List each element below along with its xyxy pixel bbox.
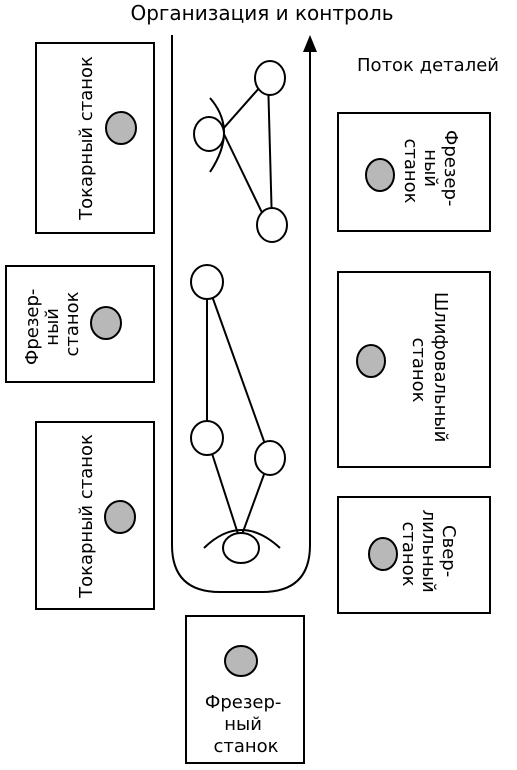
machine-label: Шлифовальный станок (408, 292, 451, 448)
machine-lathe-top-left: Токарный станок (35, 42, 155, 234)
control-node (190, 264, 224, 300)
machine-spindle-icon (104, 500, 136, 534)
machine-milling-right-top: Фрезер- ный станок (337, 112, 491, 232)
machine-label: Токарный станок (76, 56, 97, 221)
machine-drilling-right: Свер- лильный станок (337, 496, 491, 614)
flow-arrow-icon (303, 35, 317, 52)
machine-label-line: Токарный станок (76, 434, 97, 599)
machine-label: Токарный станок (76, 434, 97, 599)
machine-label: Фрезер- ный станок (205, 692, 287, 757)
machine-label-line: станок (62, 291, 83, 356)
machine-label-line: Токарный станок (76, 56, 97, 221)
machine-label-line: станок (213, 736, 278, 757)
control-node (256, 207, 288, 243)
machine-spindle-icon (224, 645, 258, 677)
control-arc (203, 529, 281, 549)
diagram-title: Организация и контроль (130, 1, 393, 25)
machine-label-line: Фрезер- (440, 130, 461, 207)
control-node (254, 60, 286, 96)
machine-spindle-icon (365, 158, 395, 192)
control-node (193, 116, 225, 152)
machine-label-line: станок (398, 521, 419, 586)
machine-milling-left-middle: Фрезер- ный станок (5, 265, 155, 383)
machine-spindle-icon (105, 111, 137, 145)
machine-label: Фрезер- ный станок (22, 283, 83, 365)
machine-spindle-icon (356, 344, 386, 378)
machine-spindle-icon (368, 537, 398, 571)
machine-milling-bottom: Фрезер- ный станок (185, 615, 305, 764)
machine-label-line: Фрезер- (22, 289, 43, 366)
machine-label-line: Фрезер- (205, 692, 282, 713)
machine-label-line: станок (400, 138, 421, 203)
machine-label-line: Шлифовальный (430, 292, 451, 442)
machine-label-line: Свер- (438, 525, 459, 577)
control-network-lower (190, 264, 286, 564)
machine-spindle-icon (90, 306, 122, 340)
control-node (254, 440, 286, 476)
control-network-upper (193, 60, 288, 243)
machine-label-line: ный (224, 714, 262, 735)
machine-label-line: лильный (418, 510, 439, 593)
machine-label-line: ный (420, 149, 441, 187)
control-node (222, 532, 260, 564)
machine-label: Свер- лильный станок (398, 510, 459, 599)
machine-grinding-right: Шлифовальный станок (337, 271, 491, 468)
machine-lathe-bottom-left: Токарный станок (35, 421, 155, 610)
machine-label: Фрезер- ный станок (400, 130, 461, 212)
control-node (190, 420, 224, 456)
machine-label-line: станок (408, 337, 429, 402)
machine-label-line: ный (42, 308, 63, 346)
flow-label: Поток деталей (357, 55, 499, 76)
flow-channel (171, 35, 311, 593)
